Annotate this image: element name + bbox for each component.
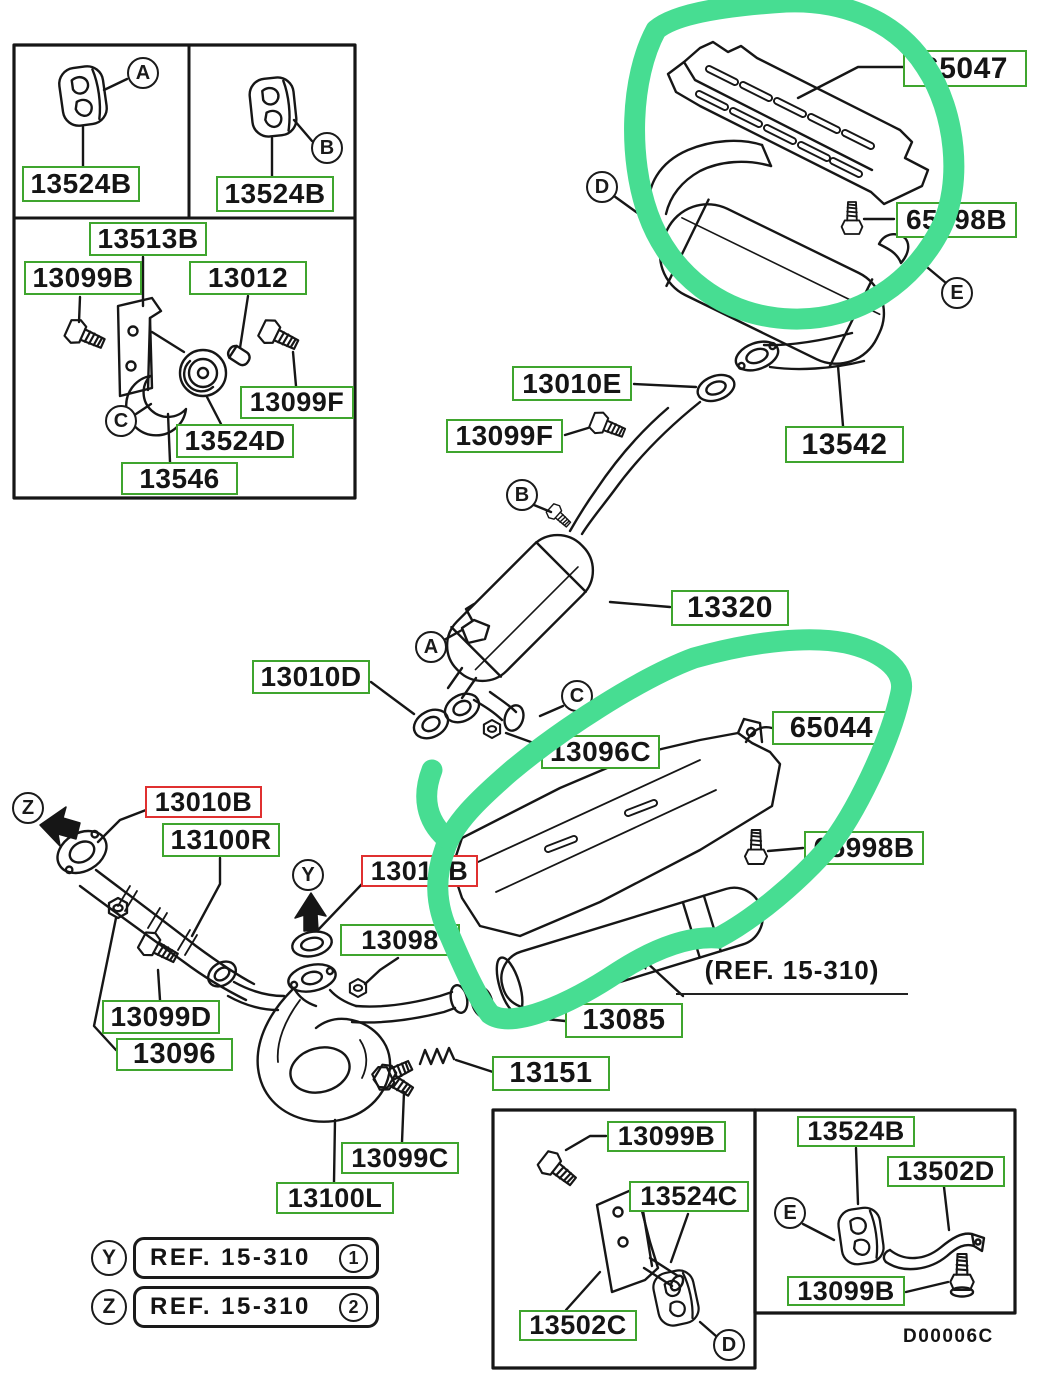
ref-text-z: REF. 15-310 (150, 1293, 311, 1320)
part-label-13524b-1[interactable]: 13524B (216, 176, 334, 212)
ref-num-y: 1 (339, 1243, 368, 1273)
part-label-13524d-6[interactable]: 13524D (176, 424, 294, 458)
part-label-13010b-20[interactable]: 13010B (361, 855, 478, 887)
callout-letter-d-10: D (713, 1329, 745, 1361)
part-label-13542-10[interactable]: 13542 (785, 426, 904, 463)
muffler-bracket-assembly-drawing (61, 255, 303, 464)
part-label-65044-16[interactable]: 65044 (772, 711, 891, 745)
inset-bracket-e-frame (753, 1108, 1017, 1315)
part-label-13502c-30[interactable]: 13502C (519, 1310, 637, 1341)
part-label-13502d-32[interactable]: 13502D (887, 1156, 1005, 1187)
part-label-13524b-0[interactable]: 13524B (22, 166, 140, 202)
part-label-13099b-28[interactable]: 13099B (607, 1121, 726, 1152)
front-pipe-left-13100L-drawing (256, 882, 469, 1184)
part-label-13010e-11[interactable]: 13010E (512, 366, 632, 401)
callout-letter-a-0: A (127, 57, 159, 89)
part-label-65047-8[interactable]: 65047 (903, 50, 1027, 87)
part-label-13085-24[interactable]: 13085 (565, 1003, 683, 1038)
part-label-13151-25[interactable]: 13151 (492, 1056, 610, 1091)
inset-bracket-e-drawing (801, 1146, 986, 1298)
part-label-13099b-3[interactable]: 13099B (24, 261, 142, 295)
callout-letter-d-3: D (586, 171, 618, 203)
part-label-13320-13[interactable]: 13320 (671, 590, 789, 626)
callout-letter-z-8: Z (12, 792, 44, 824)
callout-letter-a-6: A (415, 631, 447, 663)
part-label-13524b-31[interactable]: 13524B (797, 1116, 915, 1147)
ref-inline-note: (REF. 15-310) (676, 955, 908, 995)
part-label-13012-4[interactable]: 13012 (189, 261, 307, 295)
inset-bracket-d-drawing (534, 1134, 718, 1338)
part-label-13546-7[interactable]: 13546 (121, 462, 238, 495)
part-label-65998b-17[interactable]: 65998B (804, 831, 924, 865)
part-label-13096c-15[interactable]: 13096C (541, 735, 660, 769)
hanger-a-drawing (55, 63, 129, 168)
part-label-13524c-29[interactable]: 13524C (629, 1181, 749, 1212)
callout-letter-c-7: C (561, 680, 593, 712)
ref-row-y[interactable]: Y REF. 15-310 1 (91, 1237, 379, 1279)
part-label-13010d-14[interactable]: 13010D (252, 660, 370, 694)
callout-letter-y-9: Y (292, 859, 324, 891)
ref-row-z[interactable]: Z REF. 15-310 2 (91, 1286, 379, 1328)
part-label-13099c-26[interactable]: 13099C (341, 1142, 459, 1174)
ref-letter-z: Z (91, 1289, 127, 1325)
callout-letter-e-4: E (941, 277, 973, 309)
part-label-13099b-33[interactable]: 13099B (787, 1276, 905, 1306)
part-label-13099f-5[interactable]: 13099F (240, 386, 354, 419)
callout-letter-c-2: C (105, 405, 137, 437)
part-label-13100l-27[interactable]: 13100L (276, 1182, 394, 1214)
inset-hanger-detail-frame (12, 43, 357, 500)
diagram-code: D00006C (903, 1326, 994, 1347)
callout-letter-b-1: B (311, 132, 343, 164)
part-label-13100r-19[interactable]: 13100R (162, 823, 280, 857)
part-label-65998b-9[interactable]: 65998B (896, 202, 1017, 238)
ref-num-z: 2 (339, 1292, 368, 1322)
part-label-13096-23[interactable]: 13096 (116, 1038, 233, 1071)
callout-letter-b-5: B (506, 479, 538, 511)
part-label-13099f-12[interactable]: 13099F (446, 419, 563, 453)
ref-letter-y: Y (91, 1240, 127, 1276)
ref-box-z[interactable]: REF. 15-310 2 (133, 1286, 379, 1328)
ref-box-y[interactable]: REF. 15-310 1 (133, 1237, 379, 1279)
part-label-13513b-2[interactable]: 13513B (89, 222, 207, 256)
ref-text-y: REF. 15-310 (150, 1244, 311, 1271)
callout-letter-e-11: E (774, 1197, 806, 1229)
part-label-13098-21[interactable]: 13098 (340, 924, 460, 956)
part-label-13010b-18[interactable]: 13010B (145, 786, 262, 818)
hanger-b-drawing (246, 74, 314, 178)
part-label-13099d-22[interactable]: 13099D (102, 1000, 220, 1034)
